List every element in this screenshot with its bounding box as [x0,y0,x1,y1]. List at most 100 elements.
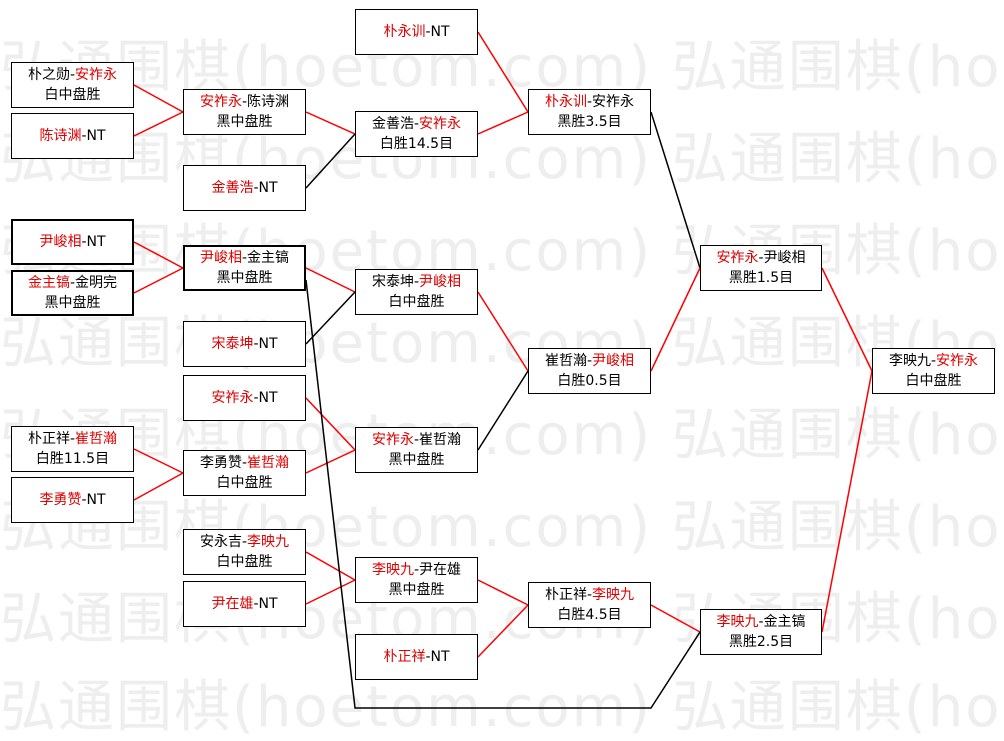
match-box: 李勇赞-崔哲瀚 白中盘胜 [183,450,306,496]
match-players: 李勇赞-NT [39,492,106,508]
match-result: 黑中盘胜 [388,582,445,598]
match-result: 黑胜2.5目 [728,634,794,650]
bracket-connector [650,604,701,633]
match-result: 白胜0.5目 [557,373,622,389]
match-result: 白中盘胜 [216,554,273,570]
match-box: 金善浩-NT [183,165,306,211]
match-result: 白胜4.5目 [557,607,622,623]
bracket-connector [821,370,873,633]
match-players: 李勇赞-崔哲瀚 [199,455,290,471]
bracket-connector [133,111,184,137]
match-result: 白中盘胜 [905,373,962,389]
match-result: 白中盘胜 [388,294,445,310]
bracket-connector [305,551,356,581]
watermark-row: 弘通围棋(hoetom.com) 弘通围棋(ho [0,311,1002,376]
match-box: 陈诗渊-NT [11,113,134,159]
bracket-connector [133,448,184,474]
match-players: 安永吉-李映九 [199,534,290,550]
match-box: 宋泰坤-尹峻相 白中盘胜 [355,269,478,315]
bracket-connector [133,472,184,501]
match-players: 朴永训-NT [383,24,450,40]
match-result: 白中盘胜 [216,475,273,491]
match-result: 黑中盘胜 [216,270,273,286]
match-box: 金主镐-金明完 黑中盘胜 [11,270,134,316]
bracket-connector [477,31,529,113]
match-players: 宋泰坤-NT [211,336,278,352]
bracket-connector [133,267,184,294]
bracket-connector [305,111,356,135]
watermark-row: 弘通围棋(hoetom.com) 弘通围棋(ho [0,219,1002,284]
match-box: 金善浩-安祚永 白胜14.5目 [355,111,478,157]
match-box: 安祚永-崔哲瀚 黑中盘胜 [355,427,478,473]
match-players: 朴永训-安祚永 [544,94,635,110]
match-players: 金善浩-安祚永 [371,116,462,132]
final-match-box: 李映九-安祚永 白中盘胜 [872,348,995,394]
match-box: 尹峻相-NT [11,219,134,265]
match-players: 陈诗渊-NT [39,128,106,144]
bracket-connector [650,267,701,372]
watermark-row: 弘通围棋(hoetom.com) 弘通围棋(ho [0,587,1002,652]
match-players: 安祚永-NT [211,390,278,406]
watermark-row: 弘通围棋(hoetom.com) 弘通围棋(ho [0,127,1002,192]
match-players: 李映九-安祚永 [888,353,979,369]
bracket-connector [650,111,701,269]
match-players: 金善浩-NT [211,180,278,196]
bracket-connector [477,291,529,372]
bracket-connector [305,291,356,345]
match-result: 白中盘胜 [44,87,101,103]
match-players: 朴之勋-安祚永 [27,67,118,83]
match-box: 朴正祥-崔哲瀚 白胜11.5目 [11,426,134,472]
match-box: 朴之勋-安祚永 白中盘胜 [11,62,134,108]
bracket-connector [305,133,356,189]
match-box: 崔哲瀚-尹峻相 白胜0.5目 [528,348,651,394]
match-players: 安祚永-陈诗渊 [199,94,290,110]
match-box: 尹在雄-NT [183,581,306,627]
match-box: 李映九-尹在雄 黑中盘胜 [355,557,478,603]
match-players: 朴正祥-崔哲瀚 [27,431,118,447]
match-result: 黑中盘胜 [44,295,101,311]
match-players: 尹峻相-NT [39,234,106,250]
match-result: 黑中盘胜 [388,452,445,468]
match-players: 崔哲瀚-尹峻相 [544,353,635,369]
match-box: 安祚永-陈诗渊 黑中盘胜 [183,89,306,135]
bracket-connector [305,267,356,293]
bracket-connector [305,397,356,451]
bracket-connector [477,604,529,658]
match-box: 朴永训-NT [355,9,478,55]
match-players: 安祚永-尹峻相 [716,250,806,266]
match-result: 黑胜1.5目 [728,270,794,286]
match-box: 安祚永-尹峻相 黑胜1.5目 [700,245,822,291]
bracket-connector [305,579,356,605]
watermark-row: 弘通围棋(hoetom.com) 弘通围棋(ho [0,495,1002,560]
match-box: 宋泰坤-NT [183,321,306,367]
match-box: 李勇赞-NT [11,477,134,523]
match-box: 朴正祥-李映九 白胜4.5目 [528,582,651,628]
match-result: 黑胜3.5目 [557,114,622,130]
match-box: 朴永训-安祚永 黑胜3.5目 [528,89,651,135]
bracket-connector [305,449,356,474]
bracket-connector [821,267,873,372]
match-players: 朴正祥-李映九 [544,587,635,603]
match-players: 朴正祥-NT [383,649,450,665]
match-players: 李映九-尹在雄 [371,562,462,578]
bracket-connector [477,579,529,606]
match-result: 白胜14.5目 [379,136,454,152]
match-players: 安祚永-崔哲瀚 [371,432,462,448]
match-players: 尹在雄-NT [211,596,278,612]
bracket-connector [477,111,529,135]
match-box: 李映九-金主镐 黑胜2.5目 [700,609,822,655]
match-players: 李映九-金主镐 [716,614,806,630]
match-result: 白胜11.5目 [35,451,110,467]
match-players: 尹峻相-金主镐 [199,250,290,266]
match-players: 宋泰坤-尹峻相 [371,274,462,290]
bracket-connector [305,279,701,709]
bracket-connector [477,370,529,451]
bracket-connector [133,241,184,269]
match-result: 黑中盘胜 [216,114,273,130]
match-box: 朴正祥-NT [355,634,478,680]
match-players: 金主镐-金明完 [27,275,118,291]
match-box: 安永吉-李映九 白中盘胜 [183,529,306,575]
match-box: 安祚永-NT [183,375,306,421]
bracket-connector [133,84,184,113]
